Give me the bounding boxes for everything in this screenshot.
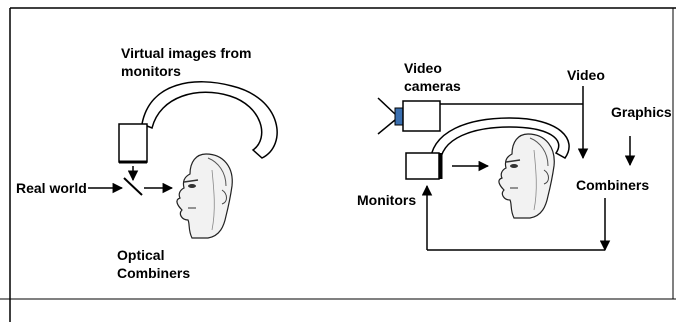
video-cameras-label: Video cameras — [404, 59, 461, 95]
virtual-image-arc — [141, 81, 278, 159]
optical-combiners-label: Optical Combiners — [117, 246, 190, 282]
user-head-right — [498, 133, 555, 219]
virtual-images-label-line2: monitors — [121, 63, 181, 79]
graphics-label: Graphics — [611, 104, 672, 120]
monitor-box — [118, 123, 148, 163]
video-cameras-line2: cameras — [404, 78, 461, 94]
optical-combiner-mirror — [123, 177, 143, 196]
combiners-label: Combiners — [576, 177, 650, 193]
monitor-arc — [429, 117, 570, 166]
monitor-box-video — [405, 152, 440, 180]
real-world-label: Real world — [16, 180, 87, 196]
video-camera-box — [402, 100, 441, 132]
virtual-images-label: Virtual images from monitors — [121, 44, 251, 80]
camera-view-line-upper — [377, 97, 396, 115]
optical-combiners-line2: Combiners — [117, 265, 191, 281]
video-label: Video — [567, 67, 605, 83]
monitors-label: Monitors — [357, 192, 417, 208]
optical-combiners-line1: Optical — [117, 247, 165, 263]
optical-see-through-diagram — [88, 81, 278, 196]
video-see-through-diagram — [377, 86, 636, 252]
virtual-images-label-line1: Virtual images from — [121, 45, 252, 61]
camera-lens — [394, 107, 404, 126]
video-cameras-line1: Video — [404, 60, 442, 76]
user-head-left — [176, 153, 233, 239]
camera-view-line-lower — [377, 119, 396, 135]
